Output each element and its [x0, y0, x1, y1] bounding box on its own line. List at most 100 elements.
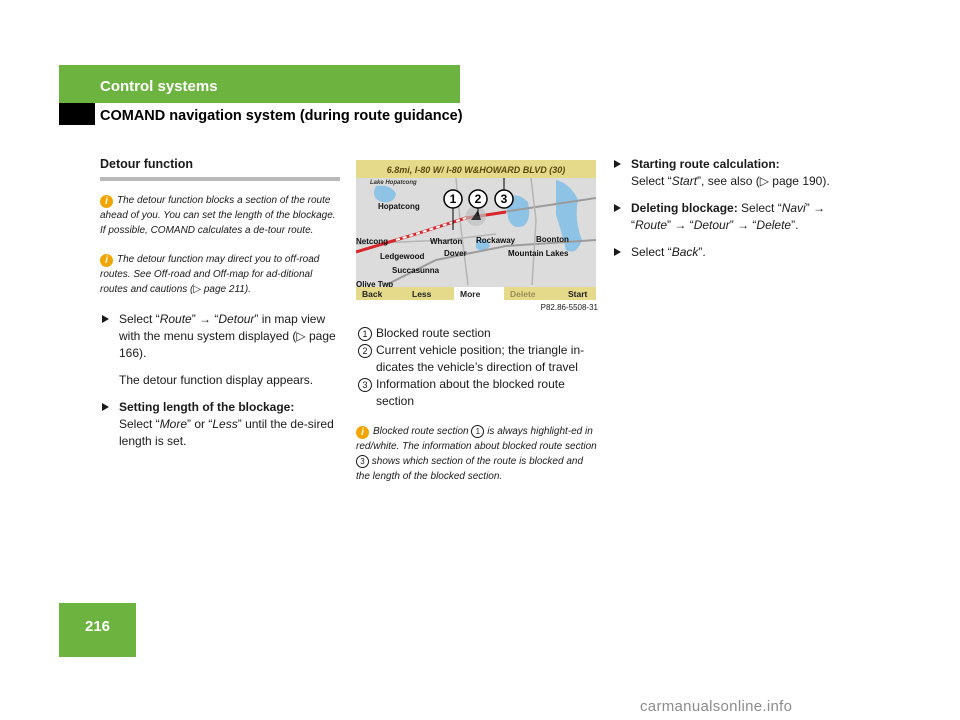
- menu-term-more: More: [159, 417, 188, 431]
- road: [385, 239, 596, 286]
- text: Select “: [631, 245, 672, 259]
- menu-term-start: Start: [671, 174, 698, 188]
- menu-term-less: Less: [212, 417, 238, 431]
- text: Select “: [631, 174, 672, 188]
- place-boonton: Boonton: [536, 235, 569, 244]
- blocked-route-section: [395, 217, 467, 241]
- menu-back[interactable]: Back: [362, 289, 383, 299]
- callout-2-circle: [468, 189, 488, 209]
- menu-term-route: Route: [635, 218, 668, 232]
- route-line: [356, 210, 507, 254]
- header-band: [59, 65, 460, 103]
- column-middle: 6.8mi, I-80 W/ I-80 W&HOWARD BLVD (30): [356, 160, 598, 498]
- step-set-length: Setting length of the blockage: Select “…: [100, 399, 340, 450]
- text: ” in map view with the menu system displ…: [119, 312, 336, 360]
- step-select-back: Select “Back”.: [612, 244, 852, 261]
- menu-less[interactable]: Less: [412, 289, 432, 299]
- text: Blocked route section: [373, 426, 469, 437]
- text: shows which section of the route is bloc…: [356, 456, 584, 482]
- bullet-triangle-icon: [614, 160, 621, 168]
- legend-text: Blocked route section: [376, 326, 491, 340]
- bullet-triangle-icon: [614, 204, 621, 212]
- text: Select “: [741, 201, 782, 215]
- pond-water: [476, 238, 490, 251]
- bullet-triangle-icon: [102, 315, 109, 323]
- place-lake-hopatcong: Lake Hopatcong: [370, 180, 417, 186]
- step-select-detour: Select “Route” → “Detour” in map view wi…: [100, 311, 340, 362]
- menu-term-delete: Delete: [756, 218, 792, 232]
- callout-3: 3: [501, 192, 508, 206]
- text: is always highlight-ed in red/white. The…: [356, 426, 597, 452]
- info-icon: i: [356, 426, 369, 439]
- step-label: Deleting blockage:: [631, 201, 738, 215]
- map-menu: Back Less More Delete Start: [362, 289, 588, 299]
- inline-number: 1: [471, 425, 485, 438]
- text: ”.: [791, 218, 799, 232]
- menu-term-detour: Detour: [218, 312, 255, 326]
- text: ” → “: [729, 218, 757, 232]
- map-info-bar: [356, 160, 596, 178]
- watermark: carmanualsonline.info: [640, 698, 793, 715]
- text: ” → “: [631, 201, 826, 232]
- place-wharton: Wharton: [430, 237, 463, 246]
- text: Select “: [119, 417, 160, 431]
- text: ”.: [698, 245, 706, 259]
- callout-1-circle: [443, 189, 463, 209]
- chapter-title: Control systems: [100, 78, 218, 95]
- inline-number: 3: [356, 455, 369, 468]
- step-label: Starting route calculation:: [631, 157, 780, 171]
- menu-term-detour: Detour: [693, 218, 730, 232]
- info-note-3: i Blocked route section 1 is always highl…: [356, 424, 598, 484]
- legend-number: 1: [358, 327, 372, 341]
- page-number-block: [59, 603, 136, 657]
- callout-1: 1: [450, 192, 457, 206]
- map-graphic: 6.8mi, I-80 W/ I-80 W&HOWARD BLVD (30): [356, 160, 596, 300]
- legend-text: Information about the blocked route sect…: [376, 377, 565, 408]
- navigation-map-screenshot: 6.8mi, I-80 W/ I-80 W&HOWARD BLVD (30): [356, 160, 596, 300]
- legend-item-1: 1 Blocked route section: [356, 325, 598, 342]
- text: ” → “: [191, 312, 219, 326]
- text: ” → “: [667, 218, 694, 232]
- menu-delete[interactable]: Delete: [510, 289, 536, 299]
- legend-text: Current vehicle position; the triangle i…: [376, 343, 585, 374]
- menu-more[interactable]: More: [460, 289, 481, 299]
- text: ”, see also (▷ page 190).: [697, 174, 830, 188]
- legend-number: 2: [358, 344, 372, 358]
- detour-heading: Detour function: [100, 157, 194, 171]
- legend-item-3: 3 Information about the blocked route se…: [356, 376, 598, 410]
- reservoir-water: [556, 180, 582, 252]
- bullet-triangle-icon: [614, 248, 621, 256]
- place-succasunna: Succasunna: [392, 266, 440, 275]
- column-right: Starting route calculation: Select “Star…: [612, 156, 852, 271]
- place-dover: Dover: [444, 249, 467, 258]
- text: ” or “: [187, 417, 213, 431]
- info-note-1-text: The detour function blocks a section of …: [100, 195, 336, 236]
- lake-water: [374, 185, 396, 203]
- menu-term-navi: Navi: [781, 201, 806, 215]
- place-ledgewood: Ledgewood: [380, 252, 425, 261]
- callout-3-circle: [494, 189, 514, 209]
- section-title: COMAND navigation system (during route g…: [100, 108, 463, 124]
- text: Select “: [119, 312, 160, 326]
- place-olive-twp: Olive Twp: [356, 280, 393, 289]
- place-labels: Lake Hopatcong Hopatcong Netcong Wharton…: [356, 180, 569, 289]
- info-icon: i: [100, 254, 113, 267]
- legend-item-2: 2 Current vehicle position; the triangle…: [356, 342, 598, 376]
- step-start-calculation: Starting route calculation: Select “Star…: [612, 156, 852, 190]
- callout-2: 2: [475, 192, 482, 206]
- menu-term-back: Back: [671, 245, 699, 259]
- road: [530, 177, 537, 286]
- place-rockaway: Rockaway: [476, 236, 516, 245]
- legend-number: 3: [358, 378, 372, 392]
- step-delete-blockage: Deleting blockage: Select “Navi” → “Rout…: [612, 200, 852, 234]
- info-icon: i: [100, 195, 113, 208]
- menu-start[interactable]: Start: [568, 289, 588, 299]
- page-number: 216: [84, 618, 111, 635]
- text: ” until the de-sired length is set.: [119, 417, 334, 448]
- menu-term-route: Route: [159, 312, 192, 326]
- figure-id: P82.86-5508-31: [540, 303, 598, 312]
- step-label: Setting length of the blockage:: [119, 400, 295, 414]
